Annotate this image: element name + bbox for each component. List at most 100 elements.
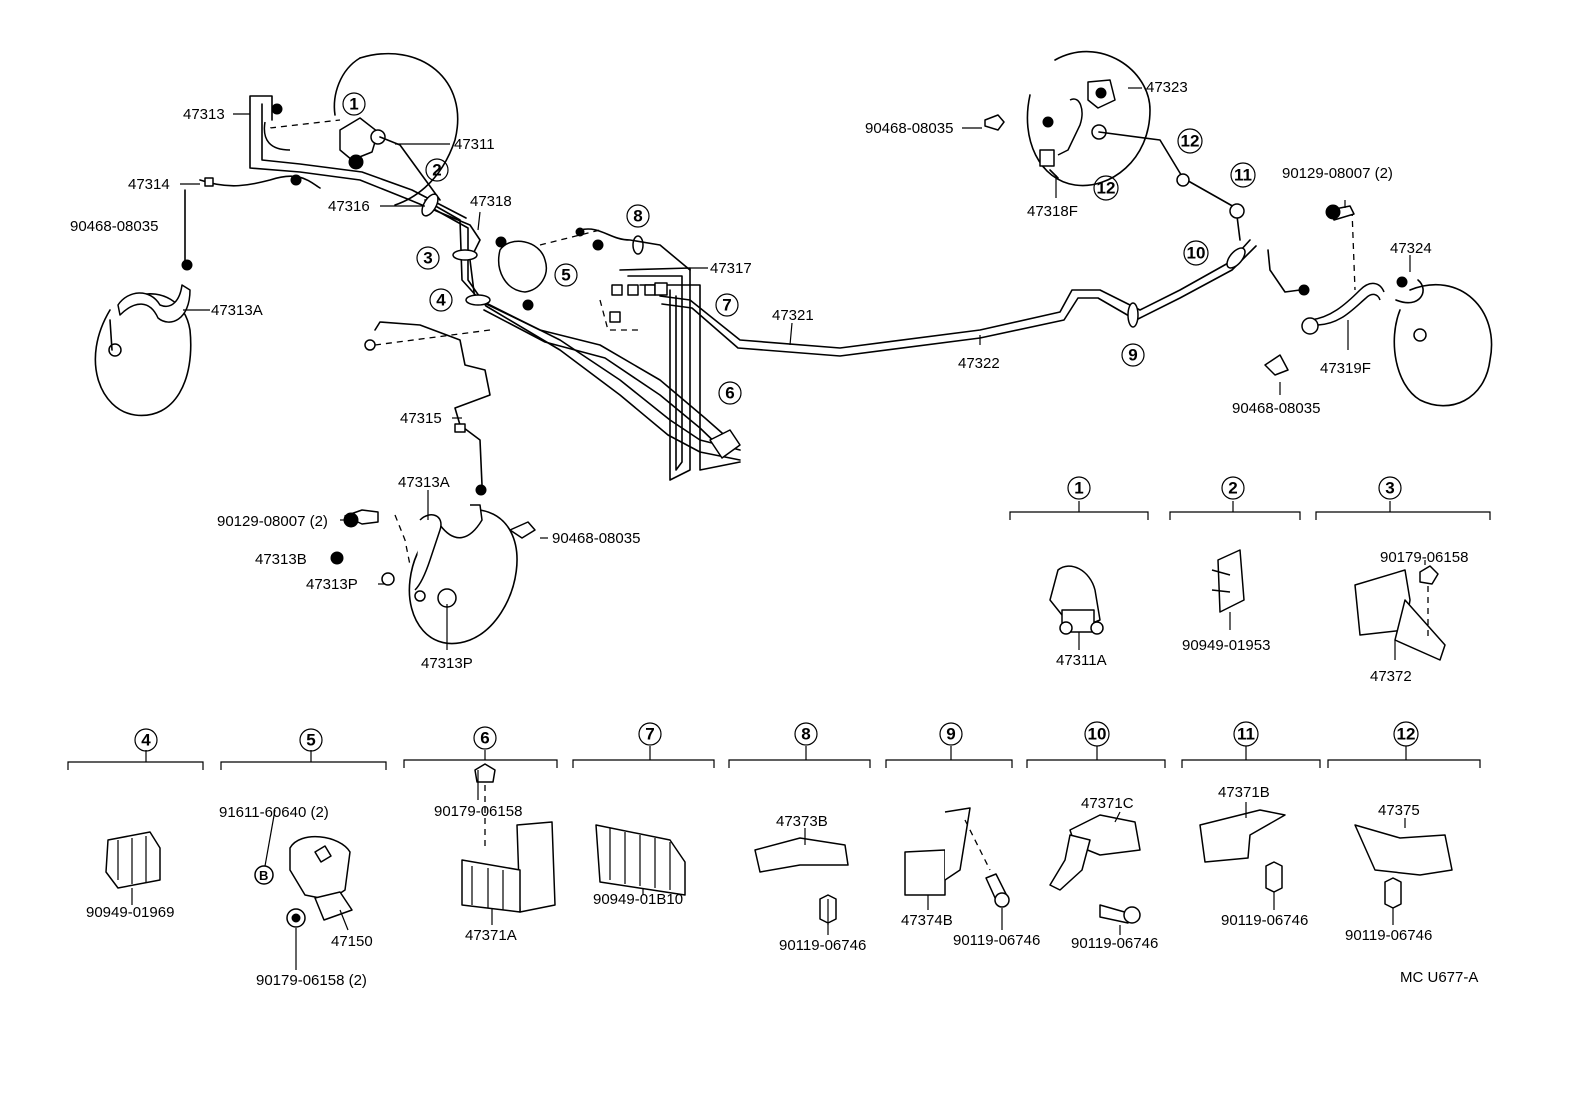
svg-text:1: 1	[1074, 479, 1083, 498]
svg-text:5: 5	[561, 266, 570, 285]
label-90119-e: 90119-06746	[1345, 927, 1432, 944]
svg-text:2: 2	[432, 161, 441, 180]
callout-10: 10	[1183, 240, 1209, 266]
label-90179-c: 90179-06158	[434, 803, 522, 820]
group-callout-9: 9	[939, 722, 963, 746]
label-90179-b: 90179-06158 (2)	[256, 972, 367, 989]
label-47315: 47315	[400, 410, 442, 427]
callout-12a: 12	[1177, 128, 1203, 154]
label-47318: 47318	[470, 193, 512, 210]
label-90119-b: 90119-06746	[953, 932, 1040, 949]
svg-text:12: 12	[1181, 132, 1200, 151]
callout-5: 5	[554, 263, 578, 287]
proportioning-valve	[495, 227, 691, 311]
svg-text:7: 7	[645, 725, 654, 744]
svg-text:8: 8	[633, 207, 642, 226]
label-90949-01B10: 90949-01B10	[593, 891, 683, 908]
group-callout-10: 10	[1084, 721, 1110, 747]
label-90468-d: 90468-08035	[1232, 400, 1320, 417]
label-47371A: 47371A	[465, 927, 517, 944]
callout-11: 11	[1230, 162, 1256, 188]
label-47313A-a: 47313A	[211, 302, 263, 319]
svg-text:6: 6	[480, 729, 489, 748]
detail-group-brackets	[67, 501, 1491, 770]
label-47371B: 47371B	[1218, 784, 1270, 801]
label-47313P-b: 47313P	[421, 655, 473, 672]
label-47316: 47316	[328, 198, 370, 215]
svg-text:11: 11	[1237, 725, 1255, 744]
label-90179-a: 90179-06158	[1380, 549, 1468, 566]
svg-text:10: 10	[1088, 725, 1107, 744]
svg-text:11: 11	[1234, 166, 1252, 185]
label-47150: 47150	[331, 933, 373, 950]
label-47372: 47372	[1370, 668, 1412, 685]
rear-left-brake-assembly	[330, 321, 536, 645]
label-90119-a: 90119-06746	[779, 937, 866, 954]
label-90468-a: 90468-08035	[70, 218, 158, 235]
label-47321: 47321	[772, 307, 814, 324]
callout-circles: 1 2 3 4 5 6 7 8 9 10 11 12 12 1 2 3 4 5 …	[134, 92, 1419, 752]
label-47324: 47324	[1390, 240, 1432, 257]
svg-text:5: 5	[306, 731, 315, 750]
callout-8: 8	[626, 204, 650, 228]
callout-2: 2	[425, 158, 449, 182]
part-number-labels: 47313 47311 47314 47316 90468-08035 4731…	[70, 79, 1478, 989]
group-callout-2: 2	[1221, 476, 1245, 500]
leader-lines	[131, 87, 1426, 970]
label-90119-d: 90119-06746	[1221, 912, 1308, 929]
label-90129-b: 90129-08007 (2)	[1282, 165, 1393, 182]
group-callout-1: 1	[1067, 476, 1091, 500]
svg-text:7: 7	[722, 296, 731, 315]
svg-text:4: 4	[436, 291, 446, 310]
svg-text:8: 8	[801, 725, 810, 744]
label-90949-01953: 90949-01953	[1182, 637, 1270, 654]
label-47311A: 47311A	[1056, 652, 1107, 669]
group-callout-6: 6	[473, 726, 497, 750]
svg-text:3: 3	[423, 249, 432, 268]
label-B: B	[259, 868, 268, 883]
group-callout-3: 3	[1378, 476, 1402, 500]
front-right-brake-assembly	[984, 50, 1493, 407]
callout-7: 7	[715, 293, 739, 317]
svg-text:10: 10	[1187, 244, 1206, 263]
detail-part-drawings	[105, 549, 1453, 928]
group-callout-12: 12	[1393, 721, 1419, 747]
svg-text:12: 12	[1397, 725, 1416, 744]
label-90949-01969: 90949-01969	[86, 904, 174, 921]
callout-3: 3	[416, 246, 440, 270]
label-47314: 47314	[128, 176, 170, 193]
label-47374B: 47374B	[901, 912, 953, 929]
callout-9: 9	[1121, 343, 1145, 367]
callout-4: 4	[429, 288, 453, 312]
label-90468-c: 90468-08035	[865, 120, 953, 137]
label-47313A-b: 47313A	[398, 474, 450, 491]
label-47313P-a: 47313P	[306, 576, 358, 593]
svg-text:3: 3	[1385, 479, 1394, 498]
svg-text:9: 9	[1128, 346, 1137, 365]
svg-text:6: 6	[725, 384, 734, 403]
brake-tube-bundle	[421, 193, 1257, 481]
label-47311: 47311	[454, 136, 495, 153]
svg-text:2: 2	[1228, 479, 1237, 498]
svg-text:12: 12	[1097, 179, 1116, 198]
label-47318F: 47318F	[1027, 203, 1078, 220]
front-left-brake-assembly	[94, 52, 481, 417]
label-47317: 47317	[710, 260, 752, 277]
group-callout-7: 7	[638, 722, 662, 746]
diagram-code: MC U677-A	[1400, 969, 1478, 986]
label-90129-a: 90129-08007 (2)	[217, 513, 328, 530]
group-callout-8: 8	[794, 722, 818, 746]
label-90468-b: 90468-08035	[552, 530, 640, 547]
label-47319F: 47319F	[1320, 360, 1371, 377]
label-47375: 47375	[1378, 802, 1420, 819]
label-47313: 47313	[183, 106, 225, 123]
callout-6: 6	[718, 381, 742, 405]
label-47371C: 47371C	[1081, 795, 1134, 812]
svg-text:1: 1	[349, 95, 358, 114]
callout-12b: 12	[1093, 175, 1119, 201]
svg-text:4: 4	[141, 731, 151, 750]
callout-1: 1	[342, 92, 366, 116]
label-47373B: 47373B	[776, 813, 828, 830]
group-callout-4: 4	[134, 728, 158, 752]
